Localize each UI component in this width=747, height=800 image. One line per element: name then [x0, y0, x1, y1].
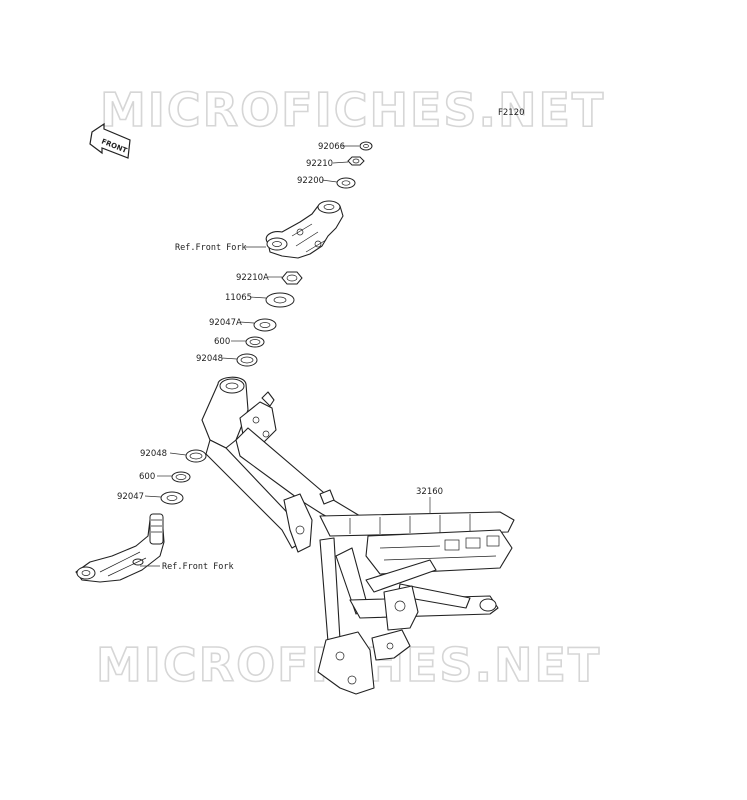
callout-32160: 32160 — [416, 487, 443, 497]
callout-92066: 92066 — [318, 142, 345, 152]
callout-92048-lower: 92048 — [140, 449, 167, 459]
part-92210A — [281, 271, 303, 285]
part-92210 — [347, 156, 365, 166]
callout-ref-front-fork-lower: Ref.Front Fork — [162, 562, 234, 572]
callout-92047A: 92047A — [209, 318, 242, 328]
part-600-upper — [245, 336, 265, 348]
callout-ref-front-fork-upper: Ref.Front Fork — [175, 243, 247, 253]
part-92047 — [160, 491, 184, 505]
part-92048-lower — [185, 449, 207, 463]
callout-92210A: 92210A — [236, 273, 269, 283]
callout-92047: 92047 — [117, 492, 144, 502]
upper-triple-clamp — [265, 200, 344, 259]
part-600-lower — [171, 471, 191, 483]
frame-32160 — [201, 376, 515, 695]
callout-92210: 92210 — [306, 159, 333, 169]
watermark-top: MICROFICHES.NET — [100, 83, 605, 137]
part-92048-upper — [236, 353, 258, 367]
callout-92200: 92200 — [297, 176, 324, 186]
front-arrow-icon: FRONT — [89, 122, 131, 159]
diagram-code: F2120 — [498, 108, 525, 118]
callout-11065: 11065 — [225, 293, 252, 303]
part-11065 — [265, 292, 295, 308]
part-92066 — [359, 141, 373, 151]
lower-triple-clamp — [75, 513, 165, 583]
callout-600-upper: 600 — [214, 337, 230, 347]
callout-92048-upper: 92048 — [196, 354, 223, 364]
part-92047A — [253, 318, 277, 332]
part-92200 — [336, 177, 356, 189]
callout-600-lower: 600 — [139, 472, 155, 482]
